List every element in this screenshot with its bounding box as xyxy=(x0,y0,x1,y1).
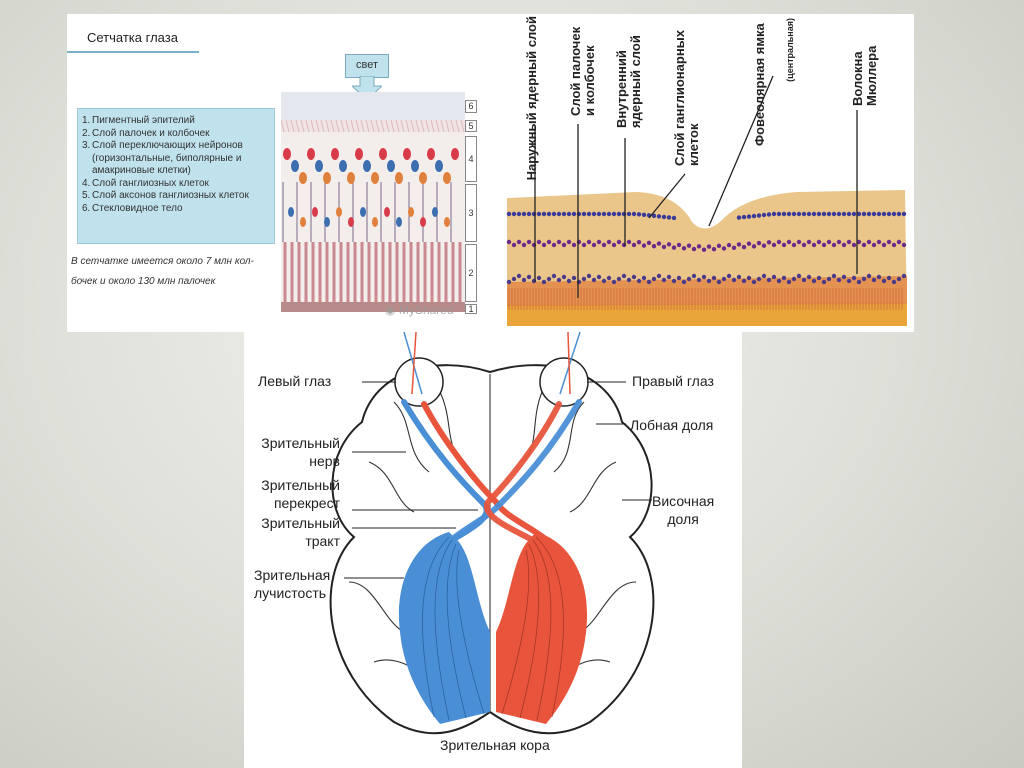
layer-number: 1 xyxy=(465,304,477,314)
legend-item: 5.Слой аксонов ганглиозных клеток xyxy=(82,190,249,201)
layer-number: 2 xyxy=(465,244,477,302)
right-eye-label: Правый глаз xyxy=(632,373,714,389)
outer-nuclear-layer-label: Наружный ядерный слой xyxy=(524,16,539,181)
fovea-pit-sublabel: (центральная) xyxy=(785,18,795,82)
layer-number: 4 xyxy=(465,136,477,182)
fovea-panel: Наружный ядерный слой Слой палочек и кол… xyxy=(477,14,914,332)
title-underline xyxy=(67,51,199,53)
retina-legend: 1.Пигментный эпителий 2.Слой палочек и к… xyxy=(77,108,275,244)
fovea-pit-label: Фовеолярная ямка xyxy=(752,23,767,146)
legend-item: 1.Пигментный эпителий xyxy=(82,115,195,126)
layer-number: 3 xyxy=(465,184,477,242)
layer-number: 6 xyxy=(465,100,477,113)
brain-outline xyxy=(329,364,655,735)
retina-title: Сетчатка глаза xyxy=(87,30,178,45)
frontal-lobe-label: Лобная доля xyxy=(630,417,714,433)
legend-item: 4.Слой ганглиозных клеток xyxy=(82,177,209,189)
visual-pathway-illustration xyxy=(329,332,655,735)
retina-panel: Сетчатка глаза свет 1.Пигментный эпители… xyxy=(67,14,477,332)
layer-number: 5 xyxy=(465,120,477,132)
retina-section-illustration xyxy=(281,92,465,312)
watermark-icon: ◉ xyxy=(385,303,396,317)
retina-note-line-1: В сетчатке имеется около 7 млн кол- xyxy=(71,256,254,267)
retina-note-line-2: бочек и около 130 млн палочек xyxy=(71,276,216,287)
fovea-illustration xyxy=(506,75,907,326)
legend-item: 3.Слой переключающих нейронов (горизонта… xyxy=(82,140,243,176)
ganglion-cell-layer-label: Слой ганглионарных клеток xyxy=(672,29,701,166)
inner-nuclear-layer-label: Внутренний ядерный слой xyxy=(614,35,643,128)
visual-cortex-label: Зрительная кора xyxy=(440,737,550,753)
muller-fibers-label: Волокна Мюллера xyxy=(850,45,879,106)
rods-cones-layer-label: Слой палочек и колбочек xyxy=(568,26,597,116)
watermark: ◉ MyShared xyxy=(385,303,454,317)
light-label: свет xyxy=(345,54,389,78)
legend-item: 6.Стекловидное тело xyxy=(82,202,183,214)
left-eye-label: Левый глаз xyxy=(258,373,332,389)
legend-item: 2.Слой палочек и колбочек xyxy=(82,127,210,139)
